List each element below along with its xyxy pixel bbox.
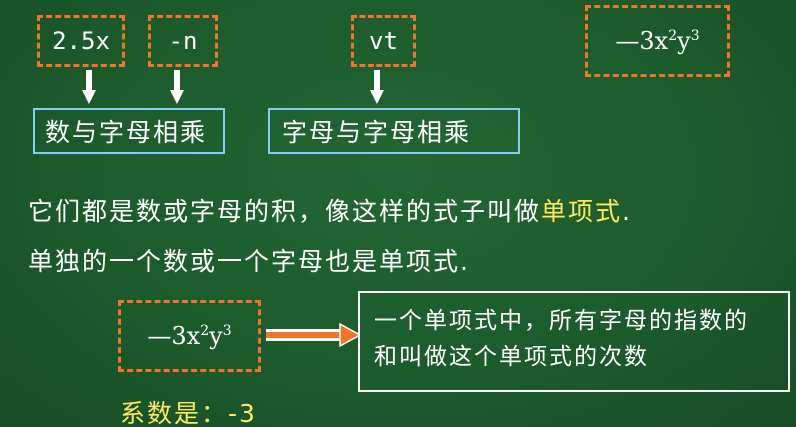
explain-box-number-times-letter: 数与字母相乘 xyxy=(33,108,225,154)
arrow-down-icon xyxy=(170,70,184,104)
definition-line-1: 它们都是数或字母的积，像这样的式子叫做单项式. xyxy=(28,197,632,226)
monomial-text: 2.5x xyxy=(52,27,110,55)
monomial-box-vt: vt xyxy=(351,15,416,67)
coefficient-line: 系数是：-3 xyxy=(120,394,257,427)
monomial-text: vt xyxy=(369,27,398,55)
definition-line-2: 单独的一个数或一个字母也是单项式. xyxy=(28,247,470,276)
example-monomial-box: —3x2y3 xyxy=(118,300,261,372)
arrow-down-icon xyxy=(370,70,384,104)
degree-definition-box: 一个单项式中，所有字母的指数的 和叫做这个单项式的次数 xyxy=(358,291,790,392)
monomial-text: -n xyxy=(168,27,198,55)
monomial-expression: —3x2y3 xyxy=(615,27,700,55)
coefficient-value: -3 xyxy=(228,399,257,427)
coefficient-label: 系数是： xyxy=(120,399,229,427)
explain-box-letter-times-letter: 字母与字母相乘 xyxy=(268,108,520,154)
explain-text: 字母与字母相乘 xyxy=(282,118,472,147)
monomial-expression: —3x2y3 xyxy=(147,322,232,350)
degree-definition-line-1: 一个单项式中，所有字母的指数的 xyxy=(374,308,749,334)
arrow-down-icon xyxy=(82,70,96,104)
monomial-box-top-right: —3x2y3 xyxy=(585,5,730,77)
monomial-box-2-5x: 2.5x xyxy=(37,15,125,67)
monomial-box-neg-n: -n xyxy=(148,15,218,67)
degree-definition-line-2: 和叫做这个单项式的次数 xyxy=(374,344,649,370)
explain-text: 数与字母相乘 xyxy=(45,118,208,147)
highlight-monomial-term: 单项式 xyxy=(541,197,623,226)
double-arrow-right-icon xyxy=(266,322,360,348)
